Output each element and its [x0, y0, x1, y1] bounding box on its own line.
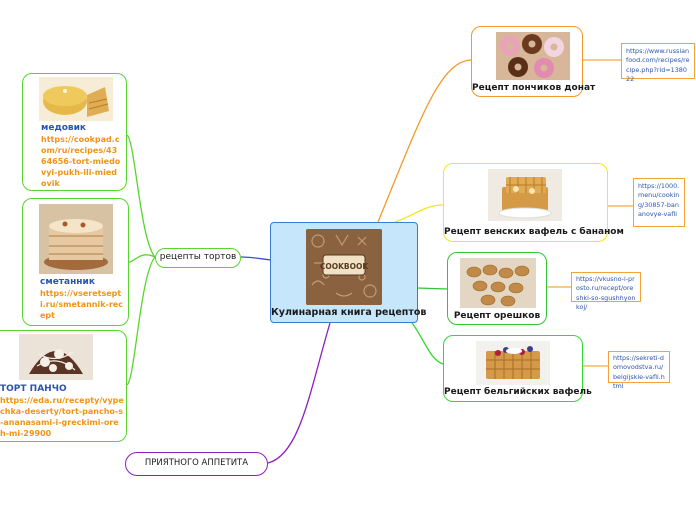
medovik-image [39, 77, 113, 121]
pancho-title: ТОРТ ПАНЧО [0, 384, 67, 394]
donuts-node[interactable]: Рецепт пончиков донат [471, 26, 596, 97]
smetannik-image [39, 204, 113, 274]
viennese-waffles-image [488, 169, 562, 221]
donuts-image [496, 32, 570, 80]
belgian-waffles-image [476, 341, 550, 385]
donuts-label: Рецепт пончиков донат [472, 83, 596, 93]
viennese-waffles-node[interactable]: Рецепт венских вафель с бананом [443, 163, 624, 242]
cakes-branch-label: рецепты тортов [159, 252, 237, 262]
smetannik-node[interactable]: сметанник https://vseretsepti.ru/smetann… [22, 198, 129, 326]
medovik-node[interactable]: медовик https://cookpad.com/ru/recipes/4… [22, 73, 127, 191]
viennese-waffles-url[interactable]: https://1000.menu/cooking/30857-bananovy… [633, 178, 685, 227]
cookbook-label: COOKBOOK [320, 262, 370, 271]
smetannik-url[interactable]: https://vseretsepti.ru/smetannik-recept [40, 289, 123, 321]
link-medovik [126, 134, 156, 258]
pancho-url[interactable]: https://eda.ru/recepty/vypechka-deserty/… [0, 396, 124, 439]
cookbook-illustration: COOKBOOK [306, 229, 382, 305]
link-cakes [240, 256, 272, 261]
donuts-url[interactable]: https://www.russianfood.com/recipes/reci… [621, 43, 695, 83]
nuts-url[interactable]: https://vkusno-i-prosto.ru/recept/oreshk… [571, 272, 641, 311]
central-node[interactable]: COOKBOOK Кулинарная книга рецептов [270, 222, 427, 323]
pancho-node[interactable]: ТОРТ ПАНЧО https://eda.ru/recepty/vypech… [0, 330, 127, 442]
pancho-image [19, 334, 93, 380]
medovik-title: медовик [41, 123, 87, 133]
appetite-node[interactable]: ПРИЯТНОГО АППЕТИТА [125, 452, 268, 476]
cakes-branch-node[interactable]: рецепты тортов [155, 248, 241, 268]
belgian-waffles-label: Рецепт бельгийских вафель [444, 387, 592, 397]
link-smetannik [128, 254, 156, 263]
belgian-waffles-url[interactable]: https://sekreti-domovodstva.ru/belgijski… [608, 351, 670, 390]
central-title: Кулинарная книга рецептов [271, 307, 427, 318]
smetannik-title: сметанник [40, 277, 95, 287]
cookbook-image: COOKBOOK [306, 229, 382, 305]
link-nuts [416, 287, 448, 290]
link-viennese [394, 204, 444, 223]
link-pancho [126, 256, 156, 386]
appetite-label: ПРИЯТНОГО АППЕТИТА [144, 458, 249, 468]
link-appetite [267, 322, 331, 464]
belgian-waffles-node[interactable]: Рецепт бельгийских вафель [443, 335, 592, 402]
viennese-waffles-label: Рецепт венских вафель с бананом [444, 227, 624, 237]
nuts-label: Рецепт орешков [453, 311, 541, 321]
link-belgian [409, 319, 444, 365]
link-donuts [377, 59, 473, 223]
nuts-node[interactable]: Рецепт орешков [447, 252, 547, 325]
medovik-url[interactable]: https://cookpad.com/ru/recipes/4364656-t… [41, 135, 121, 189]
nuts-image [460, 258, 536, 308]
